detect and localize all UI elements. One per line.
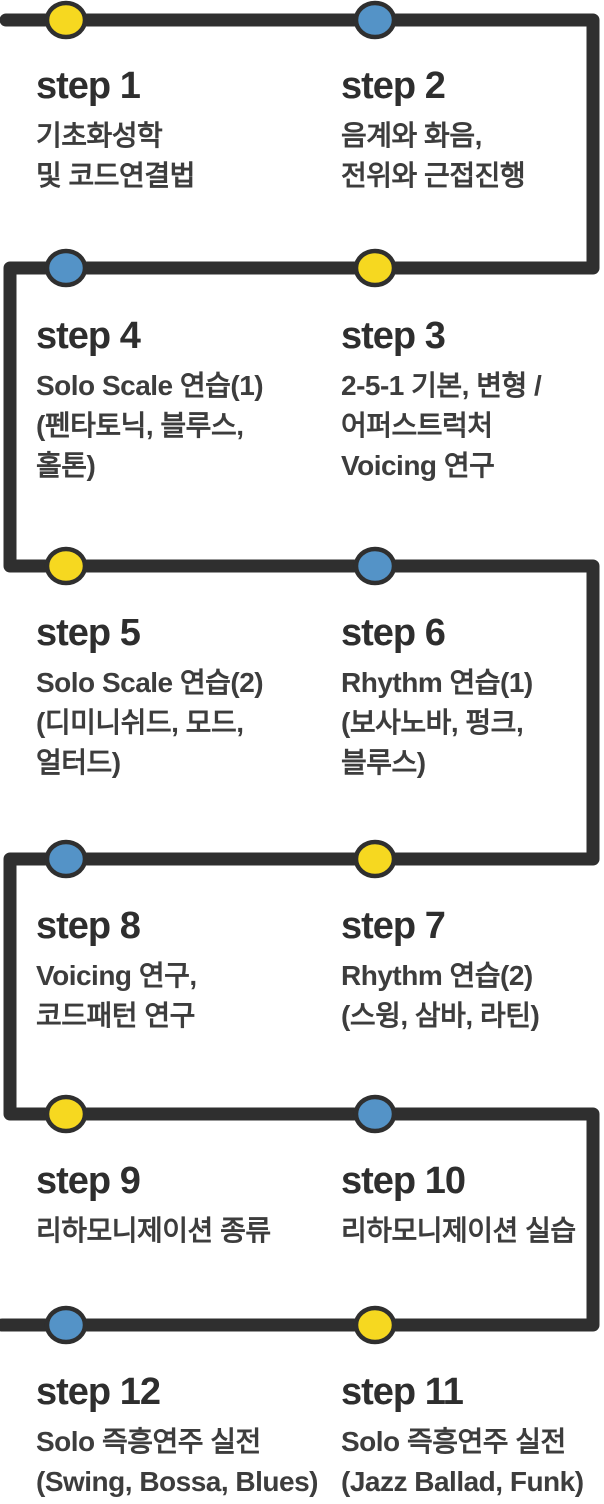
step-8-title: step 8 <box>36 905 141 947</box>
step-10-title: step 10 <box>341 1160 466 1202</box>
step-4-card: step 4 Solo Scale 연습(1) (펜타토닉, 블루스, 홀톤) <box>36 316 324 486</box>
step-8-desc: Voicing 연구, 코드패턴 연구 <box>36 956 324 1036</box>
step-desc-line: 홀톤) <box>36 450 96 481</box>
step-desc-line: 2-5-1 기본, 변형 / <box>341 370 542 401</box>
step-5-desc: Solo Scale 연습(2) (디미니쉬드, 모드, 얼터드) <box>36 663 324 783</box>
step-desc-line: 어퍼스트럭처 <box>341 410 493 441</box>
step-2-card: step 2 음계와 화음, 전위와 근접진행 <box>341 66 603 196</box>
step-10-dot <box>353 1094 397 1134</box>
step-desc-line: Rhythm 연습(2) <box>341 960 533 991</box>
step-12-card: step 12 Solo 즉흥연주 실전 (Swing, Bossa, Blue… <box>36 1372 324 1502</box>
step-desc-line: (보사노바, 펑크, <box>341 707 524 738</box>
step-desc-line: (스윙, 삼바, 라틴) <box>341 1000 540 1031</box>
step-12-desc: Solo 즉흥연주 실전 (Swing, Bossa, Blues) <box>36 1422 324 1502</box>
step-4-desc: Solo Scale 연습(1) (펜타토닉, 블루스, 홀톤) <box>36 366 324 486</box>
step-desc-line: 전위와 근접진행 <box>341 160 526 191</box>
step-3-desc: 2-5-1 기본, 변형 / 어퍼스트럭처 Voicing 연구 <box>341 366 603 486</box>
step-8-card: step 8 Voicing 연구, 코드패턴 연구 <box>36 906 324 1036</box>
step-desc-line: Rhythm 연습(1) <box>341 667 533 698</box>
step-5-card: step 5 Solo Scale 연습(2) (디미니쉬드, 모드, 얼터드) <box>36 613 324 783</box>
step-desc-line: 기초화성학 <box>36 120 163 151</box>
step-desc-line: 음계와 화음, <box>341 120 482 151</box>
step-10-card: step 10 리하모니제이션 실습 <box>341 1161 603 1251</box>
step-12-dot <box>44 1305 88 1345</box>
step-3-card: step 3 2-5-1 기본, 변형 / 어퍼스트럭처 Voicing 연구 <box>341 316 603 486</box>
step-4-dot <box>44 248 88 288</box>
step-desc-line: 및 코드연결법 <box>36 160 195 191</box>
step-desc-line: Solo Scale 연습(2) <box>36 667 264 698</box>
step-2-title: step 2 <box>341 65 446 107</box>
step-desc-line: Voicing 연구, <box>36 960 197 991</box>
step-desc-line: 리하모니제이션 종류 <box>36 1215 271 1246</box>
step-desc-line: (디미니쉬드, 모드, <box>36 707 244 738</box>
step-desc-line: (펜타토닉, 블루스, <box>36 410 244 441</box>
step-desc-line: 얼터드) <box>36 747 121 778</box>
step-1-desc: 기초화성학 및 코드연결법 <box>36 116 324 196</box>
step-11-dot <box>353 1305 397 1345</box>
step-desc-line: 블루스) <box>341 747 426 778</box>
step-6-card: step 6 Rhythm 연습(1) (보사노바, 펑크, 블루스) <box>341 613 603 783</box>
step-8-dot <box>44 839 88 879</box>
step-6-title: step 6 <box>341 612 446 654</box>
step-5-title: step 5 <box>36 612 141 654</box>
step-desc-line: Solo Scale 연습(1) <box>36 370 264 401</box>
step-11-title: step 11 <box>341 1371 464 1413</box>
step-3-title: step 3 <box>341 315 446 357</box>
step-5-dot <box>44 546 88 586</box>
step-7-title: step 7 <box>341 905 446 947</box>
step-3-dot <box>353 248 397 288</box>
step-desc-line: Solo 즉흥연주 실전 <box>36 1426 261 1457</box>
step-7-dot <box>353 839 397 879</box>
step-7-desc: Rhythm 연습(2) (스윙, 삼바, 라틴) <box>341 956 603 1036</box>
step-desc-line: (Jazz Ballad, Funk) <box>341 1466 584 1497</box>
step-12-title: step 12 <box>36 1371 161 1413</box>
roadmap-snake-line <box>0 13 600 1332</box>
step-11-desc: Solo 즉흥연주 실전 (Jazz Ballad, Funk) <box>341 1422 603 1502</box>
step-desc-line: Solo 즉흥연주 실전 <box>341 1426 566 1457</box>
step-7-card: step 7 Rhythm 연습(2) (스윙, 삼바, 라틴) <box>341 906 603 1036</box>
step-2-desc: 음계와 화음, 전위와 근접진행 <box>341 116 603 196</box>
step-2-dot <box>353 0 397 40</box>
step-4-title: step 4 <box>36 315 141 357</box>
step-1-card: step 1 기초화성학 및 코드연결법 <box>36 66 324 196</box>
step-desc-line: (Swing, Bossa, Blues) <box>36 1466 319 1497</box>
step-9-dot <box>44 1094 88 1134</box>
step-9-card: step 9 리하모니제이션 종류 <box>36 1161 324 1251</box>
step-9-desc: 리하모니제이션 종류 <box>36 1211 324 1251</box>
step-1-title: step 1 <box>36 65 141 107</box>
step-10-desc: 리하모니제이션 실습 <box>341 1211 603 1251</box>
step-desc-line: 리하모니제이션 실습 <box>341 1215 576 1246</box>
step-6-dot <box>353 546 397 586</box>
step-desc-line: 코드패턴 연구 <box>36 1000 195 1031</box>
step-11-card: step 11 Solo 즉흥연주 실전 (Jazz Ballad, Funk) <box>341 1372 603 1502</box>
step-1-dot <box>44 0 88 40</box>
step-desc-line: Voicing 연구 <box>341 450 495 481</box>
step-9-title: step 9 <box>36 1160 141 1202</box>
step-6-desc: Rhythm 연습(1) (보사노바, 펑크, 블루스) <box>341 663 603 783</box>
